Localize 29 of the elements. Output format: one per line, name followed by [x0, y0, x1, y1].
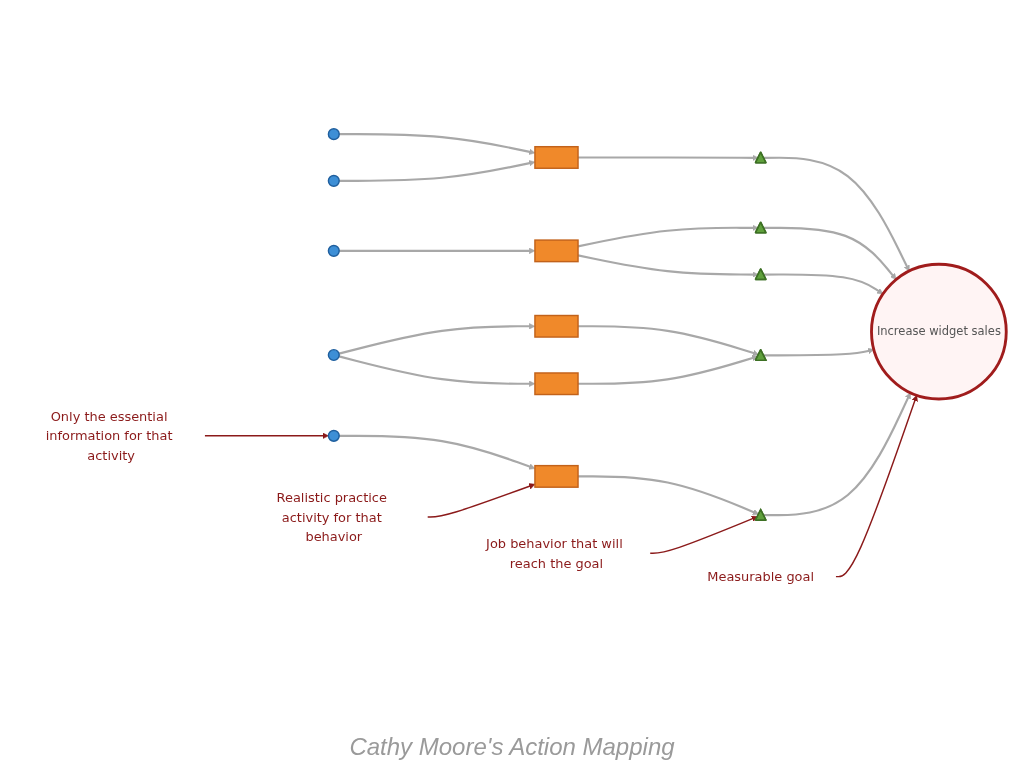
arrow: [426, 482, 536, 518]
node-circle: [327, 348, 340, 361]
node-circle: [327, 174, 340, 187]
arrow: [763, 273, 884, 294]
arrow: [649, 515, 758, 554]
arrow: [763, 392, 911, 516]
node-text: Job behavior that will reach the goal: [486, 535, 623, 571]
arrow: [578, 474, 760, 515]
node-text: Realistic practice activity for that behavior: [276, 489, 387, 544]
node-circle: [327, 429, 340, 442]
arrow: [834, 394, 918, 577]
node-circle: [327, 127, 340, 140]
arrow: [763, 226, 897, 280]
node-text: Only the essential information for that activity: [45, 408, 173, 463]
node-box: [534, 314, 579, 338]
node-box: [534, 145, 579, 169]
node-box: [534, 238, 579, 262]
arrow: [578, 324, 759, 356]
node-circle: [327, 244, 340, 257]
arrow: [763, 347, 875, 357]
node-text: Measurable goal: [707, 568, 815, 584]
arrow: [578, 354, 759, 385]
node-circle: Increase widget sales: [870, 262, 1008, 401]
caption: Cathy Moore's Action Mapping: [349, 733, 675, 761]
arrow: [763, 156, 910, 271]
arrow: [203, 432, 329, 439]
node-box: [534, 464, 579, 488]
arrow: [578, 154, 759, 161]
node-box: [534, 371, 579, 395]
